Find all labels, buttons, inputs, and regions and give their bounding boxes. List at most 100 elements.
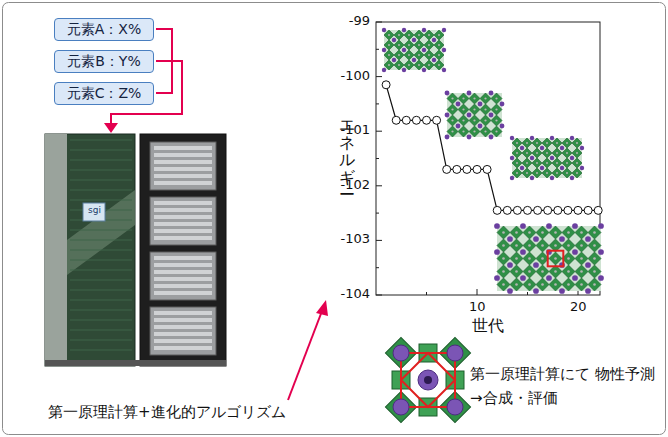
atom-small: [388, 64, 390, 66]
atom: [447, 399, 463, 415]
rack-slot: [154, 222, 212, 226]
atom-small: [526, 152, 528, 154]
atom: [489, 135, 494, 140]
y-minor-tick: [376, 103, 379, 104]
data-point: [423, 116, 431, 124]
element-box: 元素A：X%: [54, 18, 154, 41]
rack-slot: [154, 153, 212, 157]
cabinet-texture: [70, 330, 132, 331]
y-tick: [376, 240, 382, 241]
data-point: [433, 116, 441, 124]
atom: [432, 38, 436, 42]
atom-small: [541, 244, 544, 247]
atom-small: [451, 97, 453, 99]
atom-small: [556, 172, 558, 174]
atom-small: [554, 283, 557, 286]
atom: [500, 124, 505, 129]
atom-small: [502, 231, 505, 234]
x-tick-label: 10: [469, 299, 486, 315]
atom: [572, 223, 578, 229]
atom-small: [556, 162, 558, 164]
rack-slot: [154, 208, 212, 212]
crystal-ground: [497, 226, 601, 291]
atom: [447, 345, 463, 361]
atom: [585, 288, 591, 294]
rack-slot: [154, 146, 212, 150]
rack-slot: [154, 256, 212, 260]
element-ratio: 元素B：Y%: [67, 53, 140, 71]
cabinet-highlight: [67, 190, 135, 275]
atom-small: [451, 130, 453, 132]
x-axis-title: 世代: [472, 316, 504, 335]
cabinet-right: [140, 134, 226, 366]
crystal-structure: [510, 136, 584, 180]
cabinet-texture: [70, 240, 132, 241]
atom-small: [473, 119, 475, 121]
atom: [550, 176, 554, 180]
rack-slot: [154, 284, 212, 288]
note-text: 第一原理計算にて 物性予測→合成・評価: [470, 362, 656, 410]
rack-slot: [154, 270, 212, 274]
atom-small: [515, 231, 518, 234]
atom: [422, 68, 426, 72]
atom-small: [566, 172, 568, 174]
atom: [585, 236, 591, 242]
atom: [467, 135, 472, 140]
atom: [494, 223, 500, 229]
atom: [598, 223, 604, 229]
atom-small: [473, 97, 475, 99]
atom-small: [515, 244, 518, 247]
atom-small: [546, 172, 548, 174]
atom: [598, 275, 604, 281]
data-point: [382, 81, 390, 89]
unit-cell-square: [401, 353, 455, 407]
atom-small: [528, 231, 531, 234]
atom-small: [593, 270, 596, 273]
atom-small: [528, 283, 531, 286]
atom-small: [593, 283, 596, 286]
pointer-arrow: [288, 311, 322, 400]
atom: [540, 166, 544, 170]
rack-slot: [154, 332, 212, 336]
atom: [442, 28, 446, 32]
x-minor-tick: [527, 292, 528, 295]
atom-small: [516, 142, 518, 144]
atom-small: [388, 44, 390, 46]
rack-slot: [154, 229, 212, 233]
outer-frame: [3, 3, 666, 435]
atom: [533, 262, 539, 268]
atom: [580, 166, 584, 170]
unit-cell-icon: [385, 337, 470, 422]
data-point: [463, 165, 471, 173]
rack-unit: [150, 252, 216, 300]
rack-slot: [154, 174, 212, 178]
data-point: [594, 206, 602, 214]
cabinet-texture: [70, 140, 132, 141]
y-tick: [376, 22, 382, 23]
atom: [570, 136, 574, 140]
x-tick-label: 20: [570, 299, 587, 315]
atom-small: [398, 44, 400, 46]
atom-small: [473, 108, 475, 110]
atom: [412, 58, 416, 62]
atom-small: [428, 44, 430, 46]
rack-slot: [154, 167, 212, 171]
atom-small: [536, 152, 538, 154]
rack-slot: [154, 201, 212, 205]
atom: [456, 124, 461, 129]
rack-slot: [154, 215, 212, 219]
atom-small: [388, 34, 390, 36]
cabinet-texture: [70, 320, 132, 321]
atom-small: [566, 142, 568, 144]
atom-small: [541, 231, 544, 234]
y-minor-tick: [376, 49, 379, 50]
supercomputer: [45, 134, 226, 366]
atom: [530, 156, 534, 160]
atom-small: [515, 283, 518, 286]
y-minor-tick: [376, 267, 379, 268]
atom-small: [567, 257, 570, 260]
data-point: [483, 165, 491, 173]
atom-small: [495, 130, 497, 132]
atom-small: [408, 54, 410, 56]
atom: [520, 166, 524, 170]
